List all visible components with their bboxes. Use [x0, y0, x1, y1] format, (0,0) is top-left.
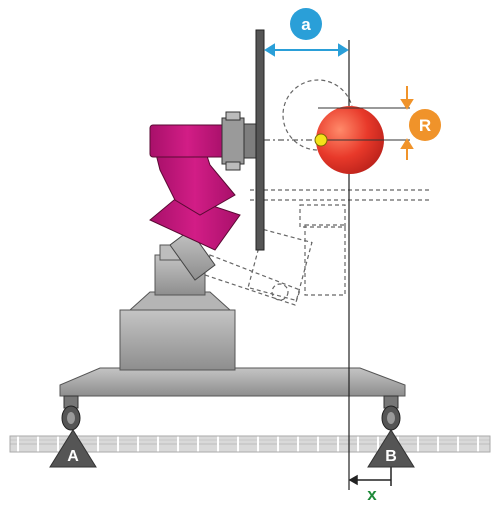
floor [9, 435, 491, 453]
label-x: x [367, 485, 377, 504]
wheel-left [61, 395, 81, 431]
svg-text:a: a [301, 15, 311, 34]
wheel-right [381, 395, 401, 431]
badge-a: a [290, 8, 322, 40]
svg-text:B: B [385, 448, 397, 465]
center-lines [264, 107, 410, 141]
svg-text:R: R [419, 116, 431, 135]
wall-plate [255, 29, 265, 251]
robot-base [59, 244, 406, 397]
support-a: A [49, 429, 97, 468]
support-b: B [367, 429, 415, 468]
a-dimension-arrow [264, 43, 349, 57]
robot-arm [149, 111, 257, 281]
badge-r: R [409, 109, 441, 141]
svg-text:A: A [67, 448, 79, 465]
tcp-point [314, 133, 328, 147]
r-dimension-arrows [400, 86, 414, 160]
